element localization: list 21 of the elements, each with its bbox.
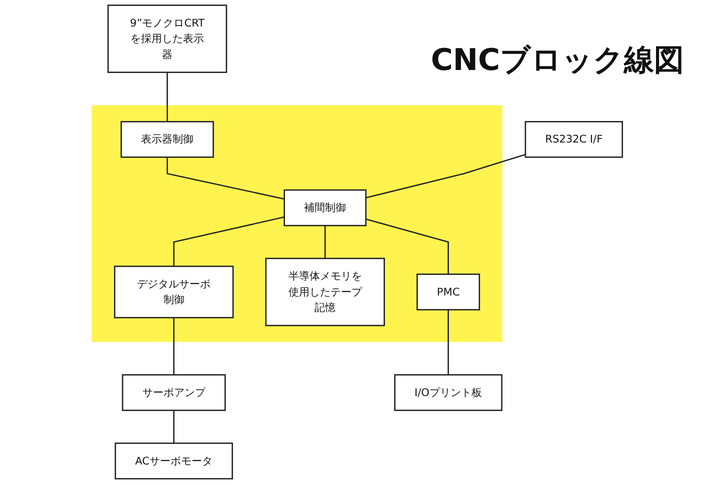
- node-box: 9”モノクロCRTを採用した表示器: [107, 4, 228, 73]
- connector: [366, 218, 449, 274]
- node-box: I/Oプリント板: [394, 374, 502, 411]
- node-box: PMC: [416, 274, 480, 310]
- diagram-title: CNCブロック線図: [430, 42, 684, 80]
- connector: [173, 318, 174, 375]
- node-box: サーボアンプ: [122, 374, 226, 411]
- node-box: ACサーボモータ: [114, 442, 233, 480]
- connector: [166, 72, 168, 122]
- cluster: [92, 105, 502, 342]
- connector: [173, 410, 174, 444]
- node-box: 補間制御: [284, 189, 367, 226]
- node-box: デジタルサーボ制御: [114, 266, 234, 318]
- node-box: 半導体メモリを使用したテープ記憶: [265, 258, 385, 326]
- connector: [366, 154, 526, 198]
- connector: [166, 157, 284, 200]
- connector: [173, 216, 284, 266]
- node-box: 表示器制御: [120, 121, 214, 158]
- node-box: RS232C I/F: [524, 121, 623, 158]
- connector: [324, 226, 326, 258]
- connector: [448, 310, 449, 375]
